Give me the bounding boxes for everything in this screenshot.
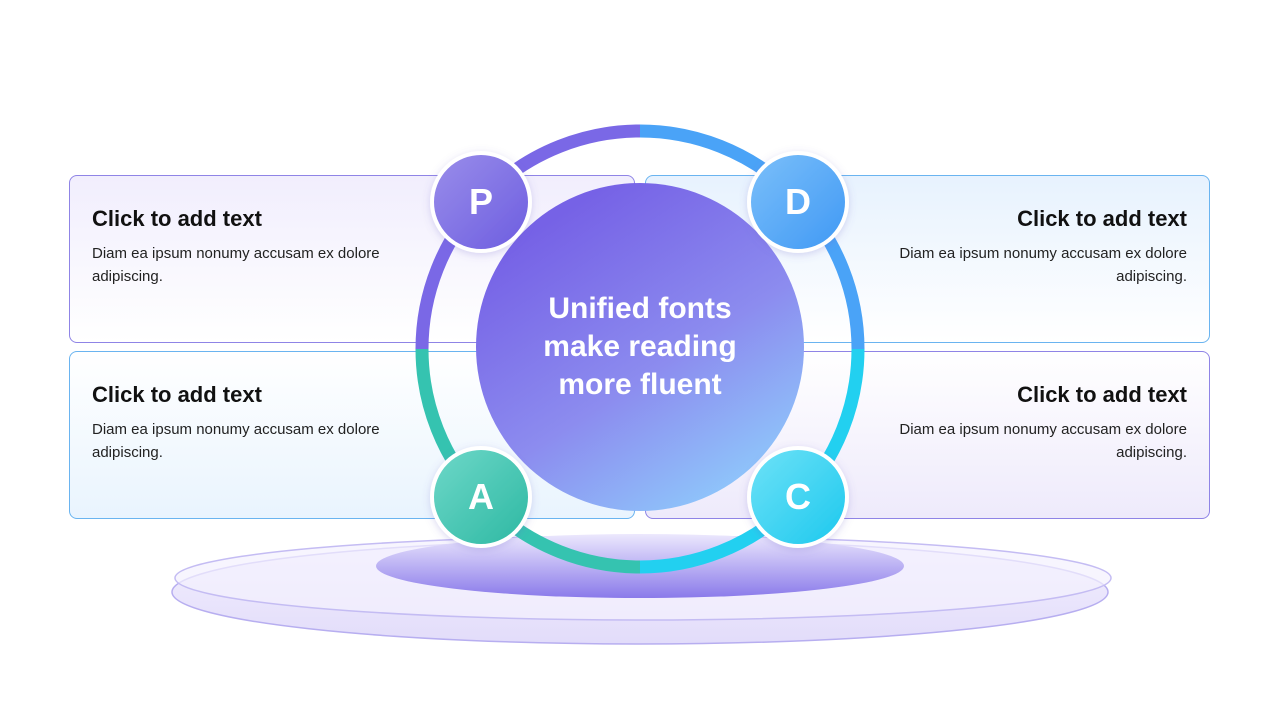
badge-letter-p: P	[468, 181, 493, 222]
badge-letter-c: C	[785, 476, 811, 517]
card-body[interactable]: Diam ea ipsum nonumy accusam ex dolore a…	[899, 421, 1187, 461]
card-title[interactable]: Click to add text	[92, 206, 262, 231]
badge-letter-d: D	[785, 181, 811, 222]
badge-d	[747, 151, 849, 253]
badge-a	[430, 446, 532, 548]
badge-letter-a: A	[468, 476, 494, 517]
badge-p	[430, 151, 532, 253]
card-body[interactable]: Diam ea ipsum nonumy accusam ex dolore a…	[92, 421, 380, 461]
center-line: make reading	[543, 330, 737, 363]
center-text[interactable]: Unified fonts make reading more fluent	[510, 290, 770, 404]
card-body[interactable]: Diam ea ipsum nonumy accusam ex dolore a…	[92, 245, 380, 285]
center-circle	[476, 183, 804, 511]
center-line: more fluent	[558, 368, 722, 401]
center-line: Unified fonts	[548, 292, 732, 325]
card-title[interactable]: Click to add text	[1017, 382, 1187, 407]
card-body[interactable]: Diam ea ipsum nonumy accusam ex dolore a…	[899, 245, 1187, 285]
card-title[interactable]: Click to add text	[92, 382, 262, 407]
badge-c	[747, 446, 849, 548]
card-title[interactable]: Click to add text	[1017, 206, 1187, 231]
